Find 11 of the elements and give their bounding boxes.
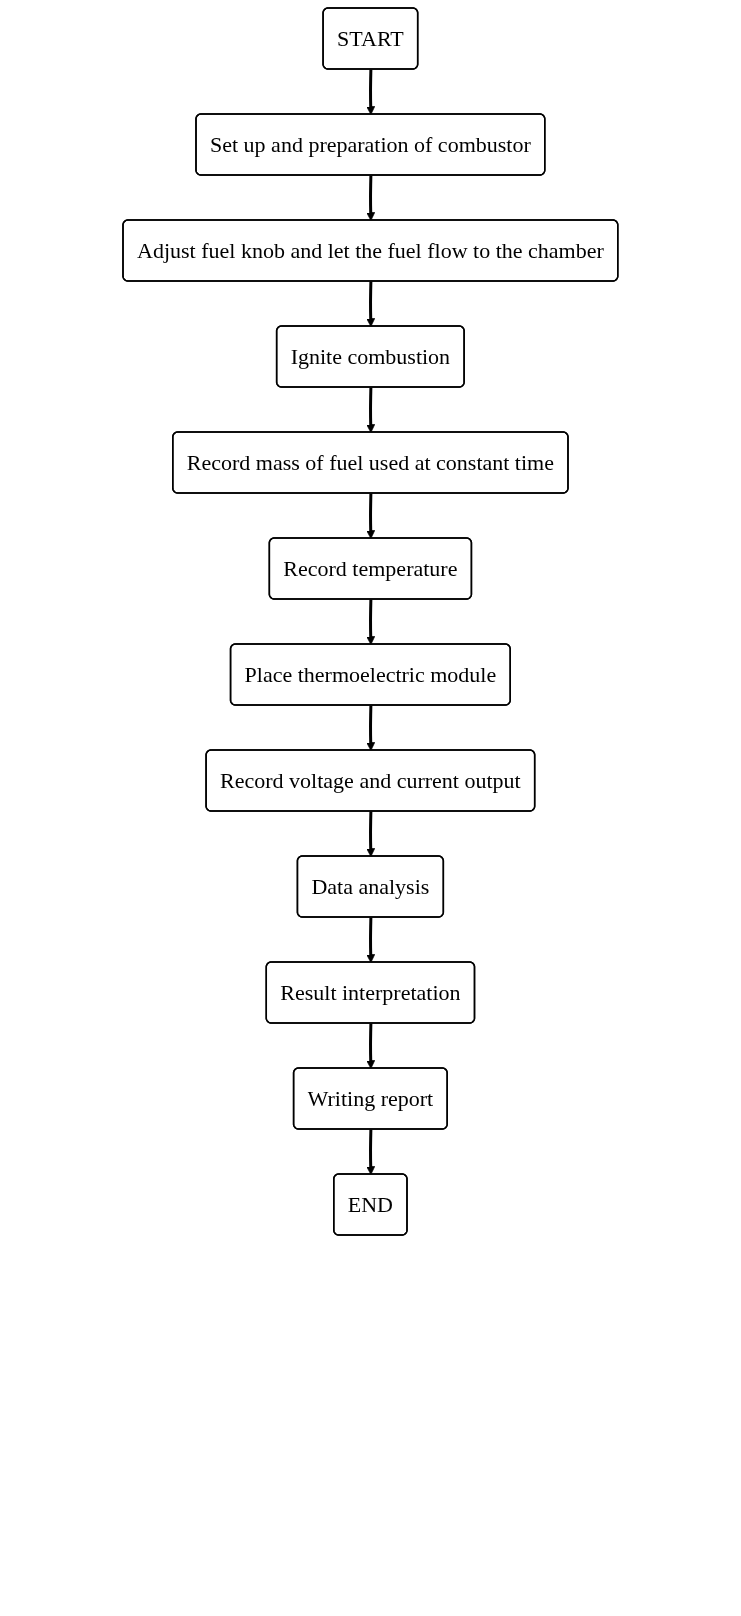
- arrow: [366, 175, 376, 221]
- arrow: [366, 69, 376, 115]
- arrow: [366, 705, 376, 751]
- arrow: [366, 493, 376, 539]
- arrow: [366, 1129, 376, 1175]
- arrow: [366, 917, 376, 963]
- arrow: [366, 1023, 376, 1069]
- arrow: [366, 281, 376, 327]
- arrow: [366, 599, 376, 645]
- arrow: [366, 387, 376, 433]
- arrow: [366, 811, 376, 857]
